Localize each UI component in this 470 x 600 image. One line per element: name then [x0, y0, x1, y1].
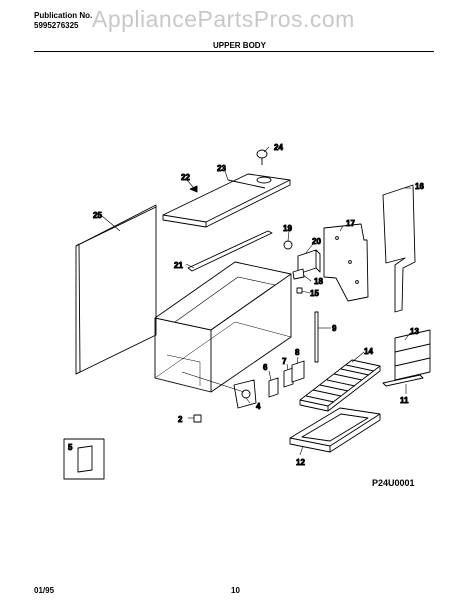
label-13: 13	[410, 327, 419, 336]
part-knob	[283, 240, 293, 250]
label-17: 17	[346, 219, 355, 228]
part-side-duct	[382, 184, 416, 313]
part-screw-bottom	[193, 414, 202, 423]
label-7: 7	[282, 357, 287, 366]
part-rod	[314, 311, 319, 363]
section-title: UPPER BODY	[213, 41, 266, 50]
label-6: 6	[263, 363, 268, 372]
label-5: 5	[68, 443, 73, 452]
part-screw	[189, 185, 198, 193]
label-15: 15	[310, 289, 319, 298]
part-top-cover	[162, 173, 291, 228]
reference-code: P24U0001	[372, 478, 415, 488]
label-23: 24	[274, 143, 283, 152]
publication-label: Publication No.	[34, 11, 93, 20]
label-20: 20	[312, 237, 321, 246]
part-rail	[187, 230, 273, 272]
publication-block: Publication No. 5995276325	[34, 11, 92, 31]
part-bracket	[233, 379, 257, 409]
label-8: 8	[295, 348, 300, 357]
label-16: 16	[415, 182, 424, 191]
page-number: 10	[231, 586, 240, 595]
label-4: 4	[256, 402, 261, 411]
footer-date: 01/95	[34, 586, 55, 595]
part-cabinet	[154, 261, 292, 393]
part-small-bracket	[268, 377, 279, 398]
label-24: 22	[181, 173, 190, 182]
label-18: 18	[314, 277, 323, 286]
publication-number: 5995276325	[34, 21, 79, 30]
part-lamp	[256, 149, 268, 165]
watermark: AppliancePartsPros.com	[92, 6, 355, 32]
part-coil-rack	[394, 329, 431, 381]
label-11: 11	[400, 396, 409, 405]
label-14: 14	[364, 347, 373, 356]
part-labels: 25 24 23 22 21 19 20 17 16 18 15 9 14 13…	[68, 143, 425, 468]
part-switch	[297, 249, 321, 275]
label-22: 23	[217, 164, 226, 173]
part-wire-shelf	[299, 359, 381, 412]
label-9: 9	[332, 324, 337, 333]
label-12: 12	[296, 458, 305, 467]
label-25: 25	[93, 211, 102, 220]
part-connector	[292, 268, 305, 280]
part-screw-side	[296, 287, 303, 294]
label-19: 19	[283, 224, 292, 233]
part-tray	[289, 407, 381, 453]
leader-lines	[101, 146, 411, 456]
part-lower-rail	[382, 374, 424, 387]
part-side-panel	[75, 204, 157, 375]
part-cover-plate	[291, 360, 305, 383]
part-clip	[283, 367, 294, 388]
header-divider	[34, 51, 434, 52]
label-21: 21	[174, 261, 183, 270]
inset-box	[63, 438, 105, 480]
label-2: 2	[178, 415, 183, 424]
part-control-panel	[323, 223, 369, 302]
